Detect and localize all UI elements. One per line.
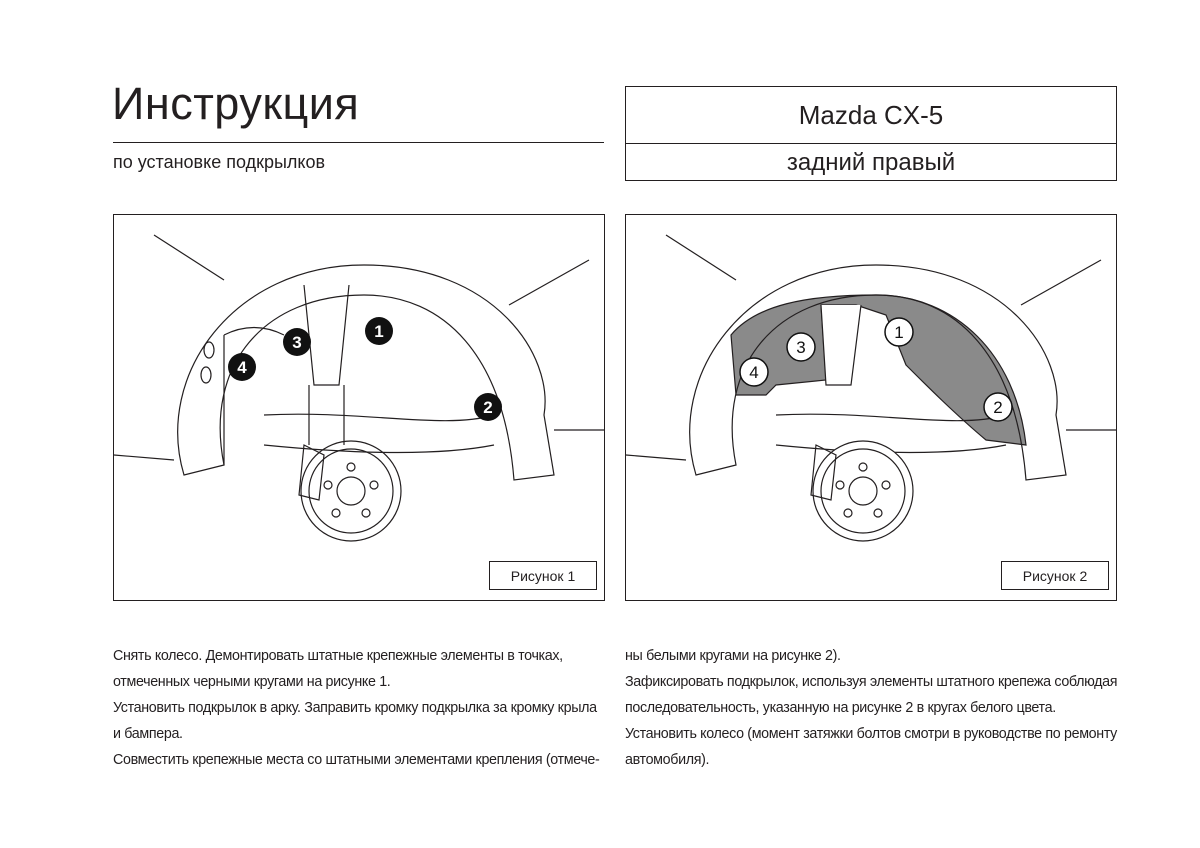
title-divider xyxy=(113,142,604,143)
figure-1-label: Рисунок 1 xyxy=(489,561,597,590)
model-position: задний правый xyxy=(786,148,956,176)
marker-3: 3 xyxy=(283,328,311,356)
instruction-line: последовательность, указанную на рисунке… xyxy=(625,700,1056,716)
instruction-line: ны белыми кругами на рисунке 2). xyxy=(625,648,841,664)
svg-text:3: 3 xyxy=(796,338,805,357)
marker-4: 4 xyxy=(228,353,256,381)
model-box: Mazda CX-5 задний правый xyxy=(625,86,1117,181)
instructions-right-column: ны белыми кругами на рисунке 2). Зафикси… xyxy=(625,643,1120,773)
marker-2: 2 xyxy=(474,393,502,421)
wheel-arch-with-liner-drawing: 1 2 3 4 xyxy=(626,234,1116,542)
svg-text:2: 2 xyxy=(483,398,492,417)
svg-text:4: 4 xyxy=(237,358,247,377)
instruction-line: отмеченных черными кругами на рисунке 1. xyxy=(113,674,391,690)
instruction-line: Установить подкрылок в арку. Заправить к… xyxy=(113,700,597,716)
marker-1: 1 xyxy=(884,317,914,347)
svg-text:3: 3 xyxy=(292,333,301,352)
svg-text:1: 1 xyxy=(374,322,383,341)
svg-text:4: 4 xyxy=(749,363,758,382)
model-name: Mazda CX-5 xyxy=(626,87,1116,144)
marker-4: 4 xyxy=(739,357,769,387)
instruction-line: Совместить крепежные места со штатными э… xyxy=(113,752,600,768)
instruction-line: Установить колесо (момент затяжки болтов… xyxy=(625,726,1117,742)
figure-2-label: Рисунок 2 xyxy=(1001,561,1109,590)
marker-2: 2 xyxy=(983,392,1013,422)
instruction-line: и бампера. xyxy=(113,726,183,742)
marker-1: 1 xyxy=(365,317,393,345)
page-subtitle: по установке подкрылков xyxy=(113,152,326,172)
page-title: Инструкция xyxy=(112,78,360,129)
instructions-left-column: Снять колесо. Демонтировать штатные креп… xyxy=(113,643,608,773)
instruction-line: автомобиля). xyxy=(625,752,710,768)
svg-text:2: 2 xyxy=(993,398,1002,417)
svg-text:1: 1 xyxy=(894,323,903,342)
marker-3: 3 xyxy=(786,332,816,362)
instruction-line: Снять колесо. Демонтировать штатные креп… xyxy=(113,648,563,664)
instruction-line: Зафиксировать подкрылок, используя элеме… xyxy=(625,674,1118,690)
wheel-arch-drawing: 1 2 3 4 xyxy=(114,234,604,542)
figure-1: 1 2 3 4 Рисунок 1 xyxy=(113,214,605,601)
figure-2: 1 2 3 4 Рисунок 2 xyxy=(625,214,1117,601)
